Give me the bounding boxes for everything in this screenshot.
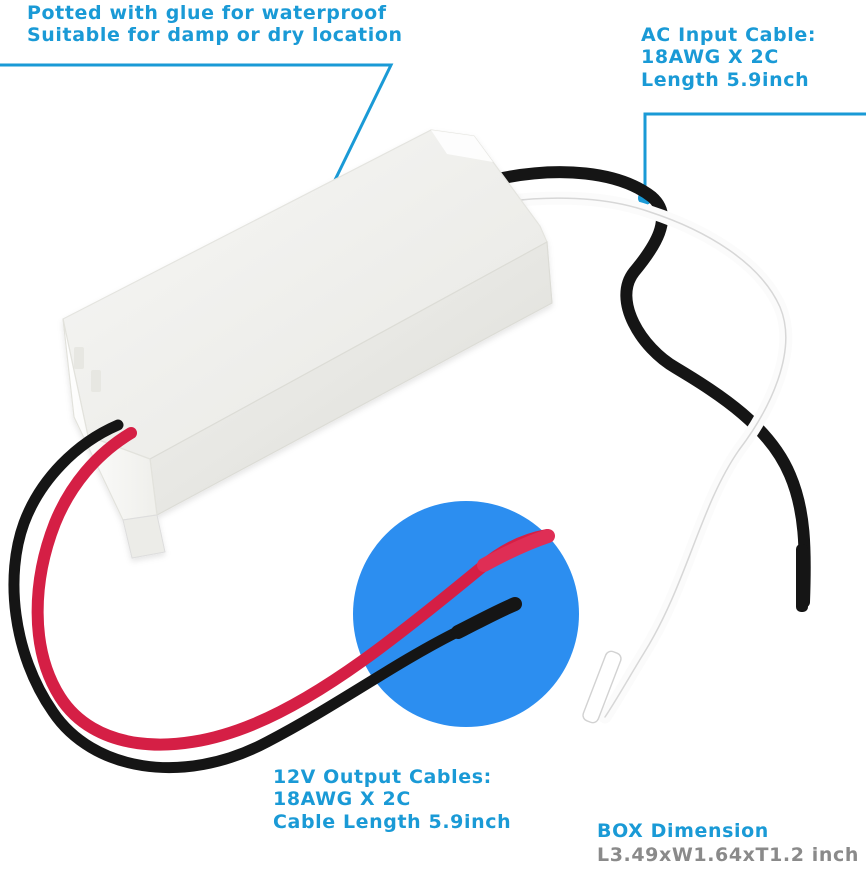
box-dimension-title: BOX Dimension [597, 820, 769, 842]
front-slot-bottom [91, 370, 101, 392]
output-black-cable-tip [451, 597, 522, 639]
output-line-1: 12V Output Cables: [273, 766, 492, 788]
output-line-3: Cable Length 5.9inch [273, 810, 512, 833]
output-red-cable-tip [477, 529, 555, 572]
ac-input-line-3: Length 5.9inch [641, 68, 810, 91]
output-black-cable [8, 419, 518, 774]
ac-input-line-1: AC Input Cable: [641, 24, 817, 46]
ac-input-callout-line [643, 112, 866, 198]
output-callout-text: 12V Output Cables: 18AWG X 2C Cable Leng… [273, 766, 511, 833]
box-dimension-value: L3.49xW1.64xT1.2 inch [597, 844, 859, 867]
ac-white-cable-tip [582, 650, 622, 724]
output-red-cable [31, 427, 553, 751]
output-highlight-circle [353, 501, 579, 727]
ac-black-cable-tip [796, 544, 808, 612]
driver-box-top-ridge [431, 130, 493, 162]
box-dimension-callout: BOX Dimension L3.49xW1.64xT1.2 inch [597, 820, 859, 867]
ac-input-line-2: 18AWG X 2C [641, 46, 779, 69]
waterproof-line-1: Potted with glue for waterproof [27, 2, 387, 24]
driver-box-corner-cut [122, 514, 166, 559]
output-line-2: 18AWG X 2C [273, 788, 411, 811]
ac-input-black-cable [487, 166, 811, 608]
waterproof-line-2: Suitable for damp or dry location [27, 24, 403, 47]
waterproof-callout-text: Potted with glue for waterproof Suitable… [27, 2, 403, 47]
front-slot-top [74, 347, 84, 369]
ac-input-callout-text: AC Input Cable: 18AWG X 2C Length 5.9inc… [641, 24, 816, 91]
ac-input-white-cable-edge [495, 197, 787, 718]
